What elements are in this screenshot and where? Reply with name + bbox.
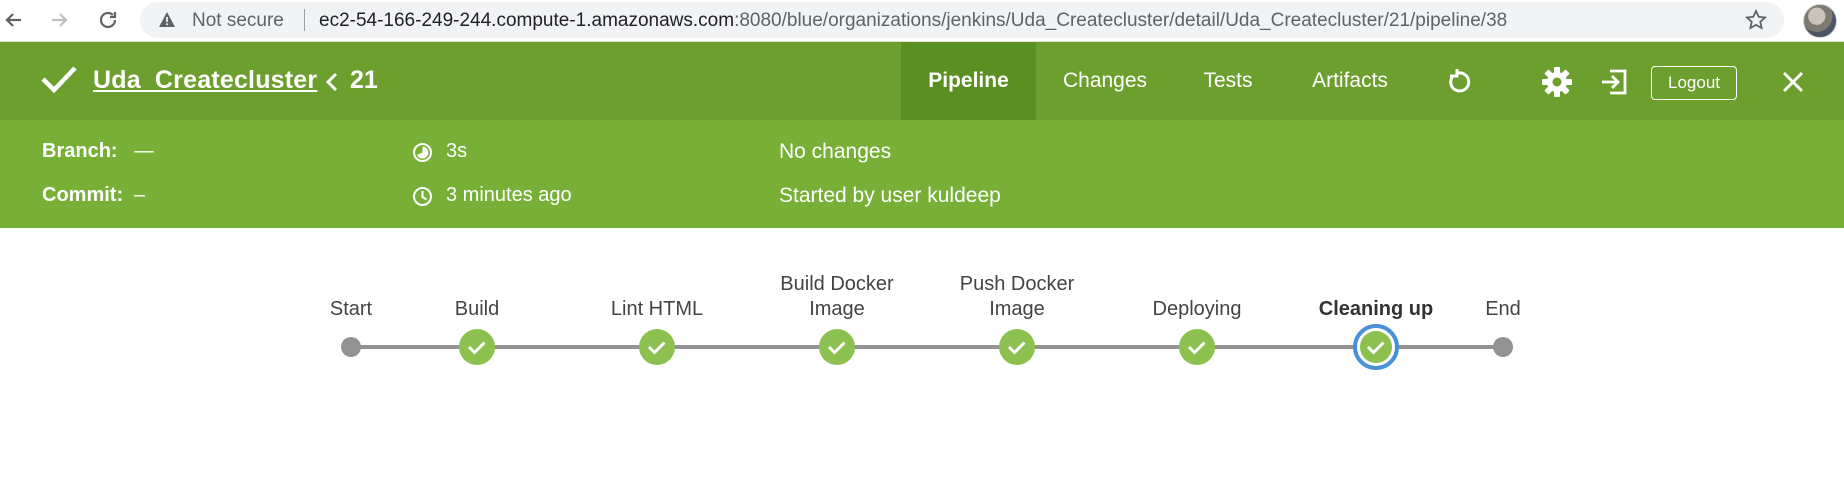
tab-label: Pipeline xyxy=(928,69,1009,92)
browser-toolbar: Not secure ec2-54-166-249-244.compute-1.… xyxy=(0,0,1844,42)
stage-node-push-docker-image[interactable] xyxy=(999,329,1035,365)
replay-button[interactable] xyxy=(1443,66,1475,98)
back-button[interactable] xyxy=(0,6,28,34)
tab-changes[interactable]: Changes xyxy=(1036,42,1174,120)
duration-icon xyxy=(413,143,432,162)
reload-button[interactable] xyxy=(94,6,122,34)
chevron-left-icon xyxy=(325,72,338,92)
stage-label: End xyxy=(1485,298,1521,320)
check-icon xyxy=(467,341,486,355)
stage-label: Start xyxy=(329,298,373,320)
warning-icon xyxy=(159,12,175,27)
stage-node-cleaning-up[interactable] xyxy=(1353,324,1399,370)
job-name-link[interactable]: Uda_Createcluster xyxy=(93,66,318,94)
duration-value: 3s xyxy=(446,140,468,162)
url-path: :8080/blue/organizations/jenkins/Uda_Cre… xyxy=(734,10,1508,31)
tab-label: Tests xyxy=(1203,69,1253,92)
close-icon xyxy=(1782,71,1804,93)
started-ago: 3 minutes ago xyxy=(446,184,572,206)
clock-icon xyxy=(413,187,432,206)
stage-node-end xyxy=(1493,337,1513,357)
stage-label[interactable]: Lint HTML xyxy=(610,298,704,320)
stage-node-deploying[interactable] xyxy=(1179,329,1215,365)
settings-button[interactable] xyxy=(1541,66,1573,98)
tab-label: Changes xyxy=(1062,69,1148,92)
reload-icon xyxy=(99,11,117,29)
stage-label[interactable]: Build xyxy=(454,298,500,320)
exit-icon xyxy=(1602,69,1627,95)
check-icon xyxy=(647,341,666,355)
commit-label: Commit: xyxy=(42,184,124,206)
check-icon xyxy=(41,66,77,94)
stage-label[interactable]: Cleaning up xyxy=(1318,298,1434,320)
url-host: ec2-54-166-249-244.compute-1.amazonaws.c… xyxy=(319,10,735,31)
arrow-left-icon xyxy=(5,13,21,27)
stage-node-build[interactable] xyxy=(459,329,495,365)
forward-button[interactable] xyxy=(45,6,73,34)
exit-button[interactable] xyxy=(1598,66,1630,98)
check-icon xyxy=(1366,341,1385,355)
gear-icon xyxy=(1542,67,1572,97)
divider xyxy=(304,9,305,31)
tab-artifacts[interactable]: Artifacts xyxy=(1282,42,1418,120)
changes-text: No changes xyxy=(779,140,892,163)
url-text[interactable]: ec2-54-166-249-244.compute-1.amazonaws.c… xyxy=(319,10,1507,32)
tab-tests[interactable]: Tests xyxy=(1174,42,1282,120)
branch-label: Branch: xyxy=(42,140,118,162)
check-icon xyxy=(827,341,846,355)
stage-node-build-docker-image[interactable] xyxy=(819,329,855,365)
stage-label[interactable]: Deploying xyxy=(1152,298,1242,320)
run-header: Uda_Createcluster 21 Pipeline Changes Te… xyxy=(0,42,1844,120)
avatar[interactable] xyxy=(1803,4,1837,38)
commit-value: – xyxy=(134,184,146,206)
branch-value: — xyxy=(134,140,154,162)
tab-label: Artifacts xyxy=(1312,69,1388,92)
pipeline-connectors xyxy=(341,324,1513,370)
close-button[interactable] xyxy=(1777,66,1809,98)
check-icon xyxy=(1007,341,1026,355)
tab-pipeline[interactable]: Pipeline xyxy=(901,42,1036,120)
run-number: 21 xyxy=(350,66,378,94)
star-icon[interactable] xyxy=(1744,8,1768,32)
run-summary: Branch: — Commit: – 3s 3 minutes ago No … xyxy=(0,120,1844,228)
logout-button[interactable]: Logout xyxy=(1651,66,1737,100)
check-icon xyxy=(1187,341,1206,355)
stage-node-lint-html[interactable] xyxy=(639,329,675,365)
arrow-right-icon xyxy=(52,13,68,27)
stage-node-start xyxy=(341,337,361,357)
security-label: Not secure xyxy=(192,10,284,31)
started-by-text: Started by user kuldeep xyxy=(779,184,1001,207)
address-bar[interactable]: Not secure ec2-54-166-249-244.compute-1.… xyxy=(140,2,1784,38)
replay-icon xyxy=(1449,69,1471,93)
